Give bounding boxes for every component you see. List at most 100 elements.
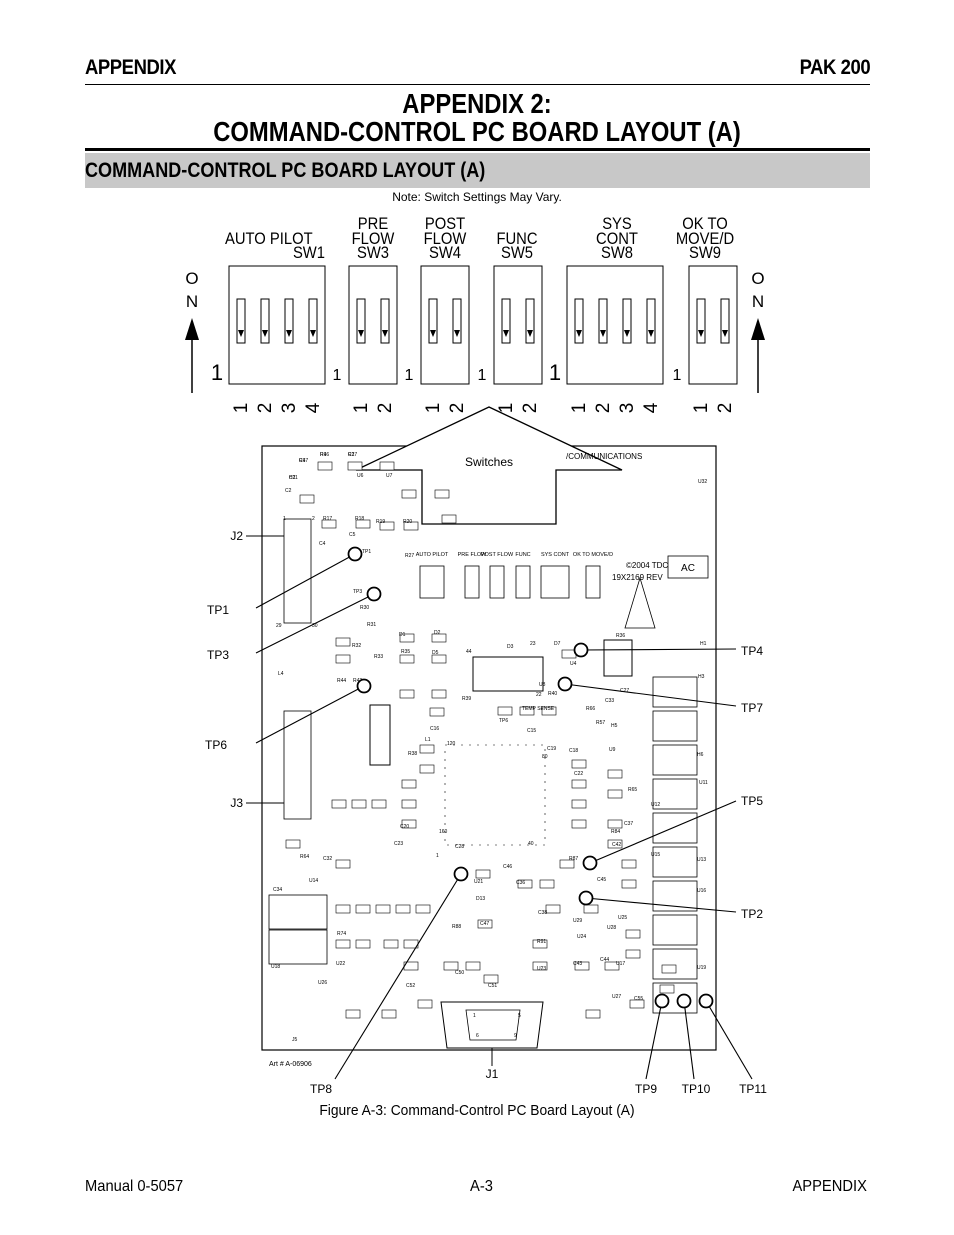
dip-switch-one-marker: 1	[549, 360, 561, 385]
pcb-ref-designator: C33	[605, 698, 614, 704]
pcb-ref-designator: C52	[406, 983, 415, 989]
pcb-pin-number: 1	[473, 1013, 476, 1019]
pcb-ref-designator: C27	[620, 688, 629, 694]
dip-switch-name-label: SW5	[501, 244, 533, 262]
pcb-ref-designator: TP6	[499, 718, 508, 724]
pcb-ref-designator: R31	[367, 622, 376, 628]
pcb-ref-designator: H2	[289, 475, 296, 481]
pcb-ref-designator: R47	[299, 458, 308, 464]
pcb-pin-number: 5	[518, 1013, 521, 1019]
dip-switch-actuator-icon	[527, 330, 533, 337]
pcb-switch	[585, 565, 601, 599]
dip-switch-slot	[284, 298, 294, 344]
pcb-ref-designator: D5	[432, 650, 439, 656]
pcb-pin-number: 120	[447, 741, 456, 747]
dip-switch-slot	[574, 298, 584, 344]
pcb-relay	[268, 929, 328, 965]
test-point-leader-line	[705, 1000, 753, 1080]
pcb-ref-designator: C42	[612, 842, 621, 848]
pcb-pin-number: 40	[528, 841, 534, 847]
pcb-passive	[401, 799, 417, 809]
pcb-passive	[571, 799, 587, 809]
pcb-passive	[403, 521, 419, 531]
pcb-ref-designator: TEMP SENSE	[522, 706, 555, 712]
dip-switch-slot	[696, 298, 706, 344]
dip-switch-position-label: 2	[255, 403, 276, 414]
pcb-ref-designator: D13	[476, 896, 485, 902]
pcb-ref-designator: C2	[285, 488, 292, 494]
test-point-label-tp9: TP9	[635, 1082, 657, 1096]
test-point-leader-line	[255, 553, 356, 609]
dip-switch-position-label: 4	[641, 402, 662, 413]
dip-switch-actuator-icon	[624, 330, 630, 337]
pcb-pin-number: 30	[312, 623, 318, 629]
dip-switch-position-label: 1	[231, 403, 252, 414]
pcb-ref-designator: C37	[624, 821, 633, 827]
pcb-relay	[652, 744, 698, 776]
pcb-ref-designator: R64	[300, 854, 309, 860]
pcb-ref-designator: D3	[507, 644, 514, 650]
pcb-copyright: ©2004 TDC	[626, 561, 668, 570]
dip-switch-actuator-icon	[382, 330, 388, 337]
pcb-relay	[268, 894, 328, 930]
pcb-ref-designator: C44	[600, 957, 609, 963]
dip-switch-actuator-icon	[310, 330, 316, 337]
test-point-leader-line	[585, 897, 737, 913]
pcb-passive	[607, 789, 623, 799]
test-point-marker	[366, 586, 382, 602]
pcb-ref-designator: C46	[503, 864, 512, 870]
pcb-passive	[375, 904, 391, 914]
dip-switch-one-marker: 1	[333, 367, 342, 384]
pcb-pin-number: 23	[530, 641, 536, 647]
pcb-passive	[351, 799, 367, 809]
dip-switch-name-label: SW4	[429, 244, 461, 262]
on-label-o: O	[185, 269, 198, 288]
pcb-passive	[299, 494, 315, 504]
pcb-passive	[347, 461, 363, 471]
pcb-passive	[399, 689, 415, 699]
pcb-relay	[652, 676, 698, 708]
dip-switch-one-marker: 1	[405, 367, 414, 384]
pcb-pin-number: 1	[436, 853, 439, 859]
pcb-ref-designator: U28	[607, 925, 616, 931]
pcb-passive	[401, 489, 417, 499]
test-point-leader-line	[255, 593, 375, 654]
esd-warning-icon	[624, 576, 656, 629]
pcb-ref-designator: R20	[403, 519, 412, 525]
test-point-marker	[573, 642, 589, 658]
pcb-ref-designator: H1	[700, 641, 707, 647]
dip-switch-actuator-icon	[358, 330, 364, 337]
pcb-passive	[519, 706, 535, 716]
pcb-passive	[483, 974, 499, 984]
pcb-ref-designator: U19	[697, 965, 706, 971]
footer-manual: Manual 0-5057	[85, 1178, 184, 1195]
pcb-ref-designator: U7	[386, 473, 393, 479]
pcb-passive	[417, 999, 433, 1009]
dip-switch-slot	[720, 298, 730, 344]
pcb-passive	[399, 654, 415, 664]
dip-switch-position-label: 1	[496, 403, 517, 414]
dip-switch-position-label: 3	[279, 403, 300, 414]
pcb-ref-designator: L4	[278, 671, 284, 677]
pcb-switch-label: PRE FLOW	[458, 552, 488, 558]
pcb-passive	[379, 461, 395, 471]
pcb-switch-label: SYS CONT	[541, 552, 570, 558]
pcb-pin-number: 160	[439, 829, 448, 835]
pcb-pin-number: 29	[276, 623, 282, 629]
pcb-ref-designator: R32	[352, 643, 361, 649]
dip-switch-actuator-icon	[454, 330, 460, 337]
dip-switch-slot	[646, 298, 656, 344]
footer-page-number: A-3	[470, 1178, 493, 1195]
dip-switch-slot	[308, 298, 318, 344]
dip-switch-actuator-icon	[286, 330, 292, 337]
pcb-ref-designator: R35	[401, 649, 410, 655]
pcb-passive	[659, 984, 675, 994]
test-point-marker	[356, 678, 372, 694]
pcb-passive	[395, 904, 411, 914]
pcb-switch	[489, 565, 505, 599]
test-point-label-tp5: TP5	[741, 794, 763, 808]
dip-switch-body	[420, 265, 470, 385]
pcb-ref-designator: R65	[628, 787, 637, 793]
header-right: PAK 200	[799, 56, 870, 79]
pcb-pin-number: 80	[542, 754, 548, 760]
